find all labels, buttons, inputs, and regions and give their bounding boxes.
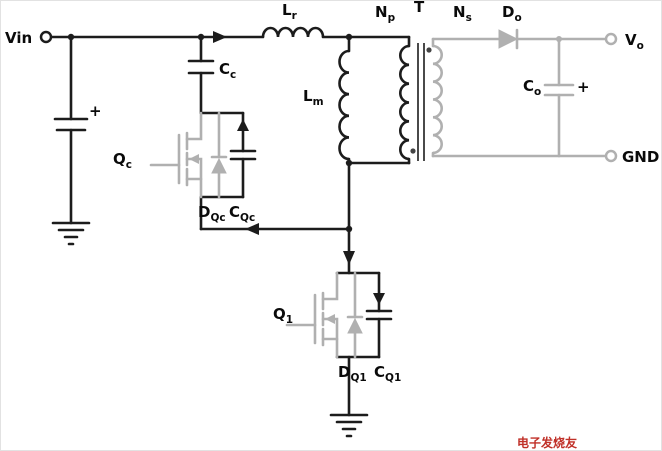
junction-dot xyxy=(345,33,353,41)
cq1-down-arrow xyxy=(373,293,385,305)
label-np: Np xyxy=(375,3,396,24)
clamp-capacitor-cc xyxy=(187,59,215,75)
label-do: Do xyxy=(502,3,522,24)
label-t: T xyxy=(414,1,425,16)
watermark-text: 电子发烧友 xyxy=(517,435,577,450)
diode-do xyxy=(498,28,519,50)
qc-drain-lead xyxy=(185,111,203,141)
cqc-up-arrow xyxy=(237,119,249,131)
qc-body-arrow xyxy=(189,154,199,164)
transformer-t xyxy=(399,43,443,161)
input-ground-symbol xyxy=(51,221,91,246)
inductor-lm xyxy=(338,49,350,161)
vo-terminal xyxy=(604,32,618,46)
dqc-triangle xyxy=(211,157,227,174)
label-dq1: DQ1 xyxy=(338,363,367,384)
label-q1: Q1 xyxy=(273,305,293,326)
gnd-terminal xyxy=(604,149,618,163)
primary-wiring xyxy=(50,35,411,417)
junction-dot xyxy=(345,159,353,167)
input-cap-plus-sign: + xyxy=(89,102,102,120)
mosfet-q1 xyxy=(285,271,339,359)
phase-dot-primary xyxy=(410,148,416,154)
current-arrow-down xyxy=(343,251,355,265)
label-qc: Qc xyxy=(113,150,132,171)
label-co: Co xyxy=(523,77,541,98)
label-cqc: CQc xyxy=(229,203,255,224)
secondary-wiring xyxy=(431,37,608,158)
junction-dot xyxy=(67,33,75,41)
capacitor-cqc xyxy=(229,119,257,161)
junction-dot xyxy=(197,33,205,41)
label-vin: Vin xyxy=(5,29,32,47)
current-arrow-left xyxy=(245,223,259,235)
diode-dq1 xyxy=(346,271,364,359)
phase-dot-secondary xyxy=(426,47,432,53)
capacitor-cq1 xyxy=(365,293,393,321)
input-capacitor: + xyxy=(53,102,102,132)
label-ns: Ns xyxy=(453,3,472,24)
inductor-lr xyxy=(261,26,325,38)
secondary-winding-ns xyxy=(432,44,443,155)
output-cap-plus-sign: + xyxy=(577,78,590,96)
label-lm: Lm xyxy=(303,87,324,108)
dq1-triangle xyxy=(347,317,363,334)
label-cc: Cc xyxy=(219,60,236,81)
mosfet-qc xyxy=(149,111,203,199)
q1-body-arrow xyxy=(325,314,335,324)
label-cq1: CQ1 xyxy=(374,363,401,384)
current-arrow-right xyxy=(213,31,227,43)
label-gnd: GND xyxy=(622,148,659,166)
output-capacitor-co xyxy=(543,83,575,97)
label-lr: Lr xyxy=(282,1,298,22)
primary-winding-np xyxy=(399,44,410,161)
label-dqc: DQc xyxy=(198,203,226,224)
junction-dot xyxy=(345,225,353,233)
q1-drain-lead xyxy=(321,271,339,301)
diode-dqc xyxy=(210,111,228,199)
q1-ground-symbol xyxy=(329,413,369,438)
junction-dot-secondary xyxy=(556,36,562,42)
label-vo: Vo xyxy=(625,31,644,52)
do-triangle xyxy=(498,29,519,49)
vin-terminal xyxy=(39,30,53,44)
